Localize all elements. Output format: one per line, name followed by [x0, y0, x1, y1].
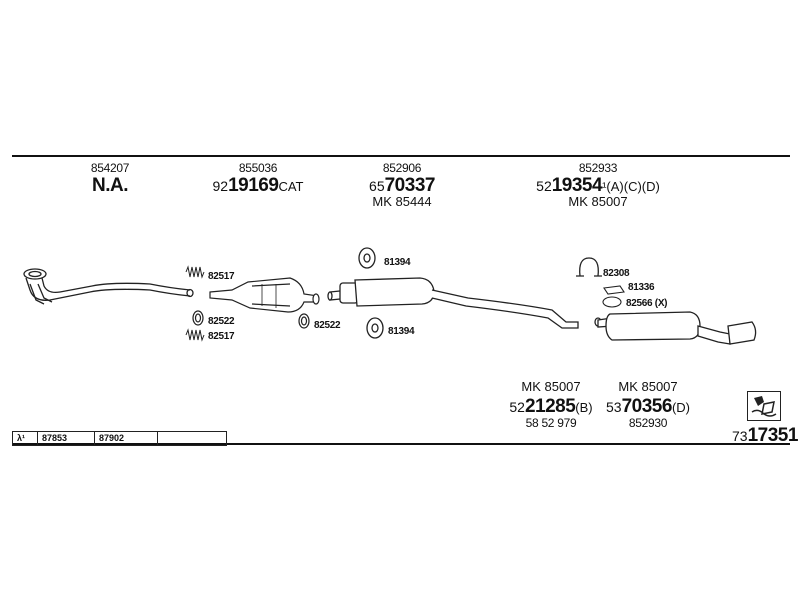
diagram-id-prefix: 73: [732, 428, 748, 444]
part-number-col3: 852906: [382, 161, 422, 175]
part-number-col4: 852933: [578, 161, 618, 175]
callout-mount-bottom: 81394: [388, 326, 415, 337]
spring-icon-bottom: [185, 328, 205, 342]
lambda-symbol: λ¹: [13, 432, 38, 445]
rubber-mount-icon-bottom: [366, 317, 384, 339]
gasket-icon-left: [192, 310, 204, 326]
part-code-suffix: (B): [575, 400, 593, 415]
rubber-mount-icon-top: [358, 247, 376, 269]
callout-gasket-left: 82522: [208, 316, 235, 327]
diagram-id: 7317351: [732, 425, 798, 447]
part-number-col2: 855036: [238, 161, 278, 175]
clamp-icon: [576, 257, 602, 277]
lambda-cell-1: 87853: [38, 432, 95, 445]
part-number-bottom2: 852930: [628, 416, 668, 430]
part-code-prefix: 65: [369, 178, 385, 194]
part-label-col1: N.A.: [92, 175, 129, 196]
part-code-bottom2: 5370356(D): [606, 396, 690, 418]
part-code-main: 70337: [384, 175, 436, 196]
callout-spring-top: 82517: [208, 271, 235, 282]
gasket-icon-right: [298, 313, 310, 329]
spring-icon-top: [185, 265, 205, 279]
part-code-main: 19169: [228, 175, 279, 196]
part-code-col4: 5219354¹(A)(C)(D): [536, 175, 660, 197]
callout-clamp: 82308: [603, 268, 630, 279]
brand-logo-icon: [747, 391, 781, 421]
callout-gasket-right: 82522: [314, 320, 341, 331]
part-code-prefix: 92: [212, 178, 229, 194]
diagram-id-main: 17351: [747, 425, 799, 446]
part-code-prefix: 53: [606, 399, 622, 415]
center-muffler: [327, 277, 579, 329]
callout-bolt: 81336: [628, 282, 655, 293]
mk-label-col4: MK 85007: [568, 194, 628, 209]
part-code-prefix: 52: [509, 399, 525, 415]
part-code-suffix: CAT: [278, 179, 304, 194]
mk-label-bottom2: MK 85007: [618, 379, 678, 394]
part-number-col1: 854207: [90, 161, 130, 175]
part-code-col2: 9219169CAT: [213, 175, 304, 197]
lambda-sensor-row: λ¹ 87853 87902: [12, 431, 227, 446]
lambda-cell-empty: [158, 432, 226, 445]
part-code-bottom1: 5221285(B): [509, 396, 592, 418]
part-code-main: 70356: [621, 396, 673, 417]
part-number-bottom1: 58 52 979: [525, 416, 577, 430]
lambda-cell-2: 87902: [95, 432, 158, 445]
part-code-main: 21285: [524, 396, 576, 417]
front-pipe: [23, 268, 194, 305]
part-code-col3: 6570337: [369, 175, 435, 197]
callout-spring-bottom: 82517: [208, 331, 235, 342]
gasket-icon-rear: [602, 296, 622, 308]
part-code-prefix: 52: [536, 178, 552, 194]
part-code-suffix: (D): [671, 400, 690, 415]
catalytic-converter: [209, 277, 320, 313]
rear-muffler: [594, 311, 757, 345]
part-code-suffix: ¹(A)(C)(D): [602, 179, 660, 194]
bolt-icon: [603, 285, 625, 295]
callout-gasket-rear: 82566 (X): [626, 298, 668, 309]
mk-label-col3: MK 85444: [372, 194, 432, 209]
callout-mount-top: 81394: [384, 257, 411, 268]
mk-label-bottom1: MK 85007: [521, 379, 581, 394]
part-code-main: 19354: [551, 175, 603, 196]
